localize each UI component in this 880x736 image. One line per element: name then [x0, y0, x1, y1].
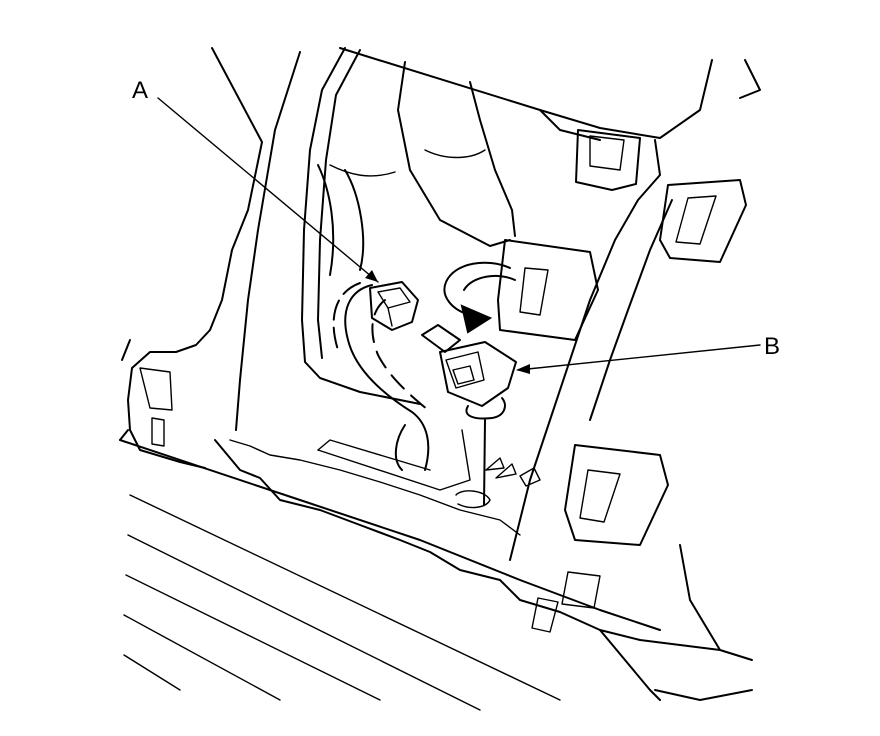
- background-harness: [317, 61, 516, 276]
- leader-line-a: [157, 97, 379, 283]
- leader-line-b: [517, 344, 761, 371]
- callout-label-a: A: [132, 77, 148, 104]
- center-frame: [301, 47, 761, 561]
- callout-label-b: B: [764, 333, 780, 360]
- leader-arrowhead-b: [516, 364, 530, 374]
- clip-fasteners: [455, 457, 541, 509]
- leader-arrowhead-a: [365, 270, 378, 282]
- connector-harness: [332, 282, 430, 471]
- rotation-arrow-icon: [443, 261, 516, 334]
- left-pillar-panel: [119, 47, 301, 469]
- frame-clips: [497, 129, 747, 633]
- lower-trim-panel: [119, 429, 753, 711]
- connector-b[interactable]: [421, 324, 517, 506]
- connector-a[interactable]: [369, 281, 419, 331]
